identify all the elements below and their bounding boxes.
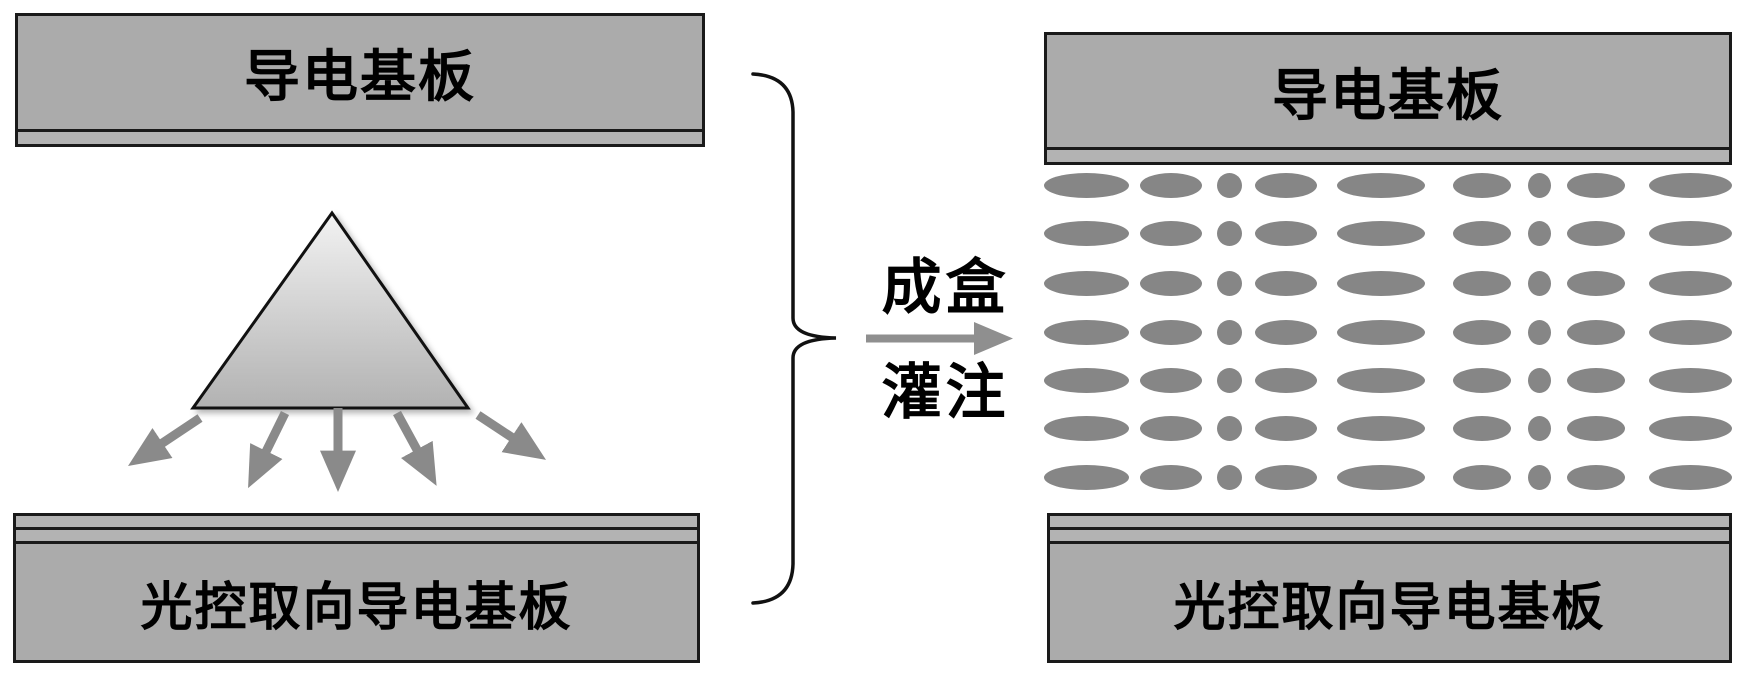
lc-molecule — [1567, 172, 1625, 198]
lc-molecule — [1140, 172, 1202, 198]
lc-molecule — [1567, 464, 1625, 490]
electrode-layer-strip — [16, 530, 697, 544]
lc-molecule — [1216, 464, 1242, 490]
top-conductive-substrate-right: 导电基板 — [1044, 32, 1732, 165]
electrode-layer-strip — [1047, 147, 1729, 162]
electrode-layer-strip — [1050, 530, 1729, 544]
substrate-label: 光控取向导电基板 — [140, 577, 573, 638]
lc-molecule — [1337, 220, 1425, 246]
lc-molecule — [1216, 270, 1242, 296]
lc-molecule — [1527, 464, 1551, 490]
lc-molecule — [1216, 319, 1242, 345]
substrate-label: 光控取向导电基板 — [1173, 577, 1606, 638]
lc-molecule — [1216, 220, 1242, 246]
lc-molecule — [1255, 220, 1317, 246]
electrode-layer-strip — [18, 129, 702, 144]
process-arrow-head — [974, 322, 1013, 355]
lc-molecule — [1043, 270, 1129, 296]
alignment-layer-strip — [16, 516, 697, 530]
lc-molecule — [1648, 270, 1732, 296]
photoalignment-substrate-right: 光控取向导电基板 — [1047, 513, 1732, 663]
substrate-label: 导电基板 — [1272, 63, 1504, 129]
lc-molecule — [1567, 367, 1625, 393]
lc-molecule — [1567, 270, 1625, 296]
process-step-text-line2: 灌注 — [881, 358, 1010, 428]
light-exposure-graphic — [128, 210, 547, 493]
triangle-light-intensity-mask — [190, 210, 471, 410]
lc-molecule — [1216, 367, 1242, 393]
lc-molecule — [1453, 220, 1511, 246]
lc-molecule — [1648, 319, 1732, 345]
lc-molecule — [1255, 319, 1317, 345]
lc-molecule — [1140, 270, 1202, 296]
lc-molecule — [1567, 415, 1625, 441]
light-ray-arrow — [393, 410, 437, 486]
light-ray-arrows — [128, 408, 547, 493]
lc-molecule — [1255, 415, 1317, 441]
lc-molecule — [1453, 270, 1511, 296]
lc-molecule — [1337, 464, 1425, 490]
lc-molecule — [1453, 367, 1511, 393]
curly-brace-path — [751, 72, 837, 605]
process-arrow-shaft — [866, 334, 978, 343]
curly-brace — [751, 72, 837, 605]
lc-molecule — [1255, 367, 1317, 393]
lc-molecule — [1140, 415, 1202, 441]
light-ray-arrow — [475, 411, 547, 460]
lc-molecule — [1527, 367, 1551, 393]
process-arrow-icon — [866, 322, 1013, 355]
lc-molecule — [1567, 220, 1625, 246]
lc-molecule — [1527, 172, 1551, 198]
lc-molecule — [1567, 319, 1625, 345]
lc-molecule — [1043, 220, 1129, 246]
lc-molecule — [1216, 415, 1242, 441]
top-conductive-substrate-left: 导电基板 — [15, 13, 705, 147]
lc-molecule — [1527, 415, 1551, 441]
lc-molecule — [1453, 464, 1511, 490]
lc-molecule — [1337, 172, 1425, 198]
lc-molecule — [1043, 367, 1129, 393]
lc-molecule — [1648, 464, 1732, 490]
lc-molecule — [1043, 464, 1129, 490]
lc-molecule — [1527, 270, 1551, 296]
lc-molecule — [1453, 319, 1511, 345]
lc-molecule — [1140, 464, 1202, 490]
lc-molecule — [1140, 220, 1202, 246]
lc-molecule — [1453, 172, 1511, 198]
lc-molecule — [1648, 220, 1732, 246]
lc-molecule — [1216, 172, 1242, 198]
lc-molecule — [1648, 415, 1732, 441]
lc-molecule — [1337, 415, 1425, 441]
lc-molecule — [1255, 464, 1317, 490]
lc-molecule — [1255, 172, 1317, 198]
lc-molecule — [1527, 220, 1551, 246]
light-ray-arrow — [248, 411, 290, 489]
lc-molecule — [1337, 367, 1425, 393]
lc-molecule — [1337, 319, 1425, 345]
photoalignment-substrate-left: 光控取向导电基板 — [13, 513, 700, 663]
lc-molecule — [1140, 367, 1202, 393]
lc-molecule — [1337, 270, 1425, 296]
alignment-layer-strip — [1050, 516, 1729, 530]
lc-molecule — [1255, 270, 1317, 296]
substrate-label: 导电基板 — [244, 45, 476, 110]
lc-molecule — [1043, 415, 1129, 441]
lc-molecule — [1140, 319, 1202, 345]
lc-molecule — [1453, 415, 1511, 441]
lc-molecule — [1648, 172, 1732, 198]
lc-molecule — [1043, 172, 1129, 198]
light-ray-arrow — [128, 414, 203, 466]
lc-molecule — [1043, 319, 1129, 345]
lc-molecule — [1648, 367, 1732, 393]
process-step-text-line1: 成盒 — [881, 253, 1010, 323]
lc-molecule — [1527, 319, 1551, 345]
